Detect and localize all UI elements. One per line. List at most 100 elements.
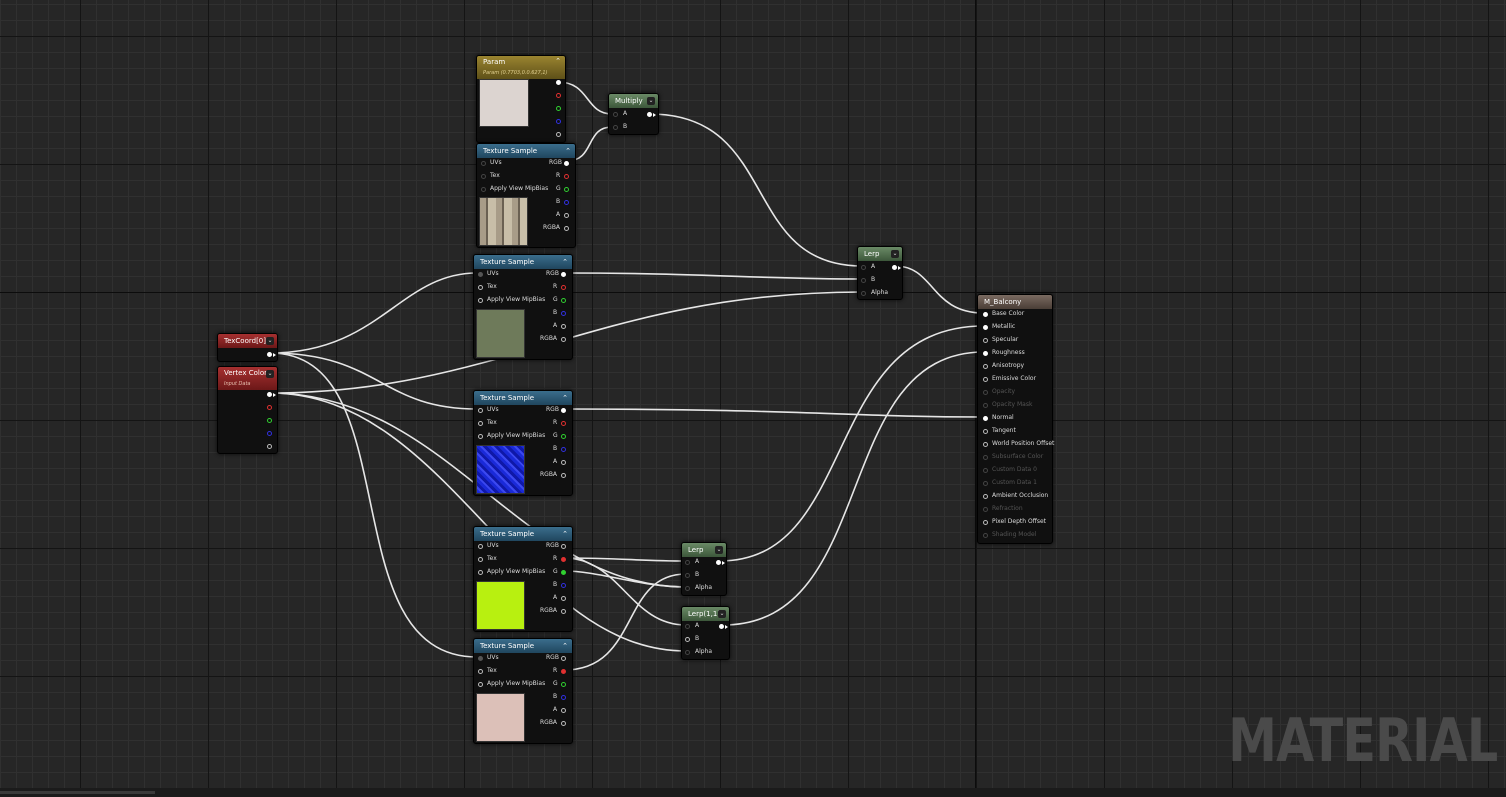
multiply-a-pin[interactable] <box>613 112 618 117</box>
vertex-color-b-pin[interactable] <box>267 431 272 436</box>
pin-normal[interactable] <box>983 416 988 421</box>
tex-pin[interactable] <box>478 285 483 290</box>
lerp-node-header[interactable]: Lerp(1,1) ⌄ <box>682 607 729 621</box>
rgb-pin[interactable] <box>564 161 569 166</box>
collapse-icon[interactable]: ⌃ <box>565 144 571 158</box>
material-result-node[interactable]: M_Balcony Base Color Metallic Specular R… <box>977 294 1053 544</box>
vertex-color-rgb-pin[interactable] <box>267 392 272 397</box>
vertex-color-r-pin[interactable] <box>267 405 272 410</box>
mipbias-pin[interactable] <box>478 298 483 303</box>
pin-pixel-depth-offset[interactable] <box>983 520 988 525</box>
pin-subsurface-color[interactable] <box>983 455 988 460</box>
lerp-alpha-pin[interactable] <box>861 291 866 296</box>
tex-pin[interactable] <box>478 557 483 562</box>
lerp-output-pin[interactable] <box>892 265 897 270</box>
mipbias-pin[interactable] <box>481 187 486 192</box>
vertex-color-a-pin[interactable] <box>267 444 272 449</box>
vertex-color-g-pin[interactable] <box>267 418 272 423</box>
pin-refraction[interactable] <box>983 507 988 512</box>
g-pin[interactable] <box>561 434 566 439</box>
a-pin[interactable] <box>561 324 566 329</box>
pin-emissive-color[interactable] <box>983 377 988 382</box>
texture-sample-node-2[interactable]: Texture Sample ⌃ UVs Tex Apply View MipB… <box>473 254 573 360</box>
pin-opacity-mask[interactable] <box>983 403 988 408</box>
lerp-output-pin[interactable] <box>719 624 724 629</box>
material-result-header[interactable]: M_Balcony <box>978 295 1052 309</box>
a-pin[interactable] <box>564 213 569 218</box>
pin-shading-model[interactable] <box>983 533 988 538</box>
tex-pin[interactable] <box>478 669 483 674</box>
uvs-pin[interactable] <box>478 656 483 661</box>
texture-sample-header[interactable]: Texture Sample ⌃ <box>474 391 572 405</box>
mipbias-pin[interactable] <box>478 570 483 575</box>
collapse-icon[interactable]: ⌃ <box>562 255 568 269</box>
param-r-pin[interactable] <box>556 93 561 98</box>
lerp-a-pin[interactable] <box>685 624 690 629</box>
pin-world-position-offset[interactable] <box>983 442 988 447</box>
param-a-pin[interactable] <box>556 132 561 137</box>
b-pin[interactable] <box>561 583 566 588</box>
g-pin[interactable] <box>561 298 566 303</box>
texcoord-node-header[interactable]: TexCoord[0] ⌄ <box>218 334 277 348</box>
lerp-node-header[interactable]: Lerp ⌄ <box>682 543 726 557</box>
pin-roughness[interactable] <box>983 351 988 356</box>
uvs-pin[interactable] <box>478 272 483 277</box>
vertex-color-node-header[interactable]: Vertex Color Input Data ⌄ <box>218 367 277 390</box>
collapse-icon[interactable]: ⌃ <box>555 56 561 67</box>
tex-pin[interactable] <box>481 174 486 179</box>
multiply-output-pin[interactable] <box>647 112 652 117</box>
multiply-node[interactable]: Multiply ⌄ A B <box>608 93 659 135</box>
pin-ambient-occlusion[interactable] <box>983 494 988 499</box>
mipbias-pin[interactable] <box>478 434 483 439</box>
texcoord-node[interactable]: TexCoord[0] ⌄ <box>217 333 278 362</box>
lerp-a-pin[interactable] <box>861 265 866 270</box>
texture-sample-node-5[interactable]: Texture Sample ⌃ UVs Tex Apply View MipB… <box>473 638 573 744</box>
texture-sample-header[interactable]: Texture Sample ⌃ <box>474 527 572 541</box>
a-pin[interactable] <box>561 460 566 465</box>
lerp-node-lower[interactable]: Lerp(1,1) ⌄ A B Alpha <box>681 606 730 660</box>
collapse-icon[interactable]: ⌃ <box>562 639 568 653</box>
rgb-pin[interactable] <box>561 544 566 549</box>
lerp-b-pin[interactable] <box>685 637 690 642</box>
r-pin[interactable] <box>561 285 566 290</box>
lerp-b-pin[interactable] <box>685 573 690 578</box>
rgba-pin[interactable] <box>564 226 569 231</box>
param-node-header[interactable]: Param Param (0.7703,0.0.627,1) ⌃ <box>477 56 565 79</box>
param-output-pin[interactable] <box>556 80 561 85</box>
collapse-icon[interactable]: ⌃ <box>562 527 568 541</box>
lerp-b-pin[interactable] <box>861 278 866 283</box>
b-pin[interactable] <box>561 695 566 700</box>
pin-custom-data-1[interactable] <box>983 481 988 486</box>
a-pin[interactable] <box>561 708 566 713</box>
vertex-color-node[interactable]: Vertex Color Input Data ⌄ <box>217 366 278 454</box>
texture-sample-header[interactable]: Texture Sample ⌃ <box>474 639 572 653</box>
texture-sample-node-1[interactable]: Texture Sample ⌃ UVs Tex Apply View MipB… <box>476 143 576 248</box>
texture-sample-header[interactable]: Texture Sample ⌃ <box>477 144 575 158</box>
mipbias-pin[interactable] <box>478 682 483 687</box>
lerp-node-header[interactable]: Lerp ⌄ <box>858 247 902 261</box>
rgba-pin[interactable] <box>561 609 566 614</box>
lerp-node-top[interactable]: Lerp ⌄ A B Alpha <box>857 246 903 300</box>
lerp-output-pin[interactable] <box>716 560 721 565</box>
chevron-down-icon[interactable]: ⌄ <box>715 546 723 554</box>
uvs-pin[interactable] <box>478 544 483 549</box>
texture-sample-node-3[interactable]: Texture Sample ⌃ UVs Tex Apply View MipB… <box>473 390 573 496</box>
pin-anisotropy[interactable] <box>983 364 988 369</box>
uvs-pin[interactable] <box>478 408 483 413</box>
rgba-pin[interactable] <box>561 473 566 478</box>
r-pin[interactable] <box>561 669 566 674</box>
lerp-a-pin[interactable] <box>685 560 690 565</box>
bottom-scrollbar[interactable] <box>0 788 1506 797</box>
tex-pin[interactable] <box>478 421 483 426</box>
pin-tangent[interactable] <box>983 429 988 434</box>
scrollbar-thumb[interactable] <box>0 791 155 794</box>
uvs-pin[interactable] <box>481 161 486 166</box>
b-pin[interactable] <box>561 311 566 316</box>
texcoord-output-pin[interactable] <box>267 352 272 357</box>
rgba-pin[interactable] <box>561 337 566 342</box>
lerp-alpha-pin[interactable] <box>685 650 690 655</box>
param-g-pin[interactable] <box>556 106 561 111</box>
rgb-pin[interactable] <box>561 408 566 413</box>
texture-sample-node-4[interactable]: Texture Sample ⌃ UVs Tex Apply View MipB… <box>473 526 573 632</box>
chevron-down-icon[interactable]: ⌄ <box>266 337 274 345</box>
